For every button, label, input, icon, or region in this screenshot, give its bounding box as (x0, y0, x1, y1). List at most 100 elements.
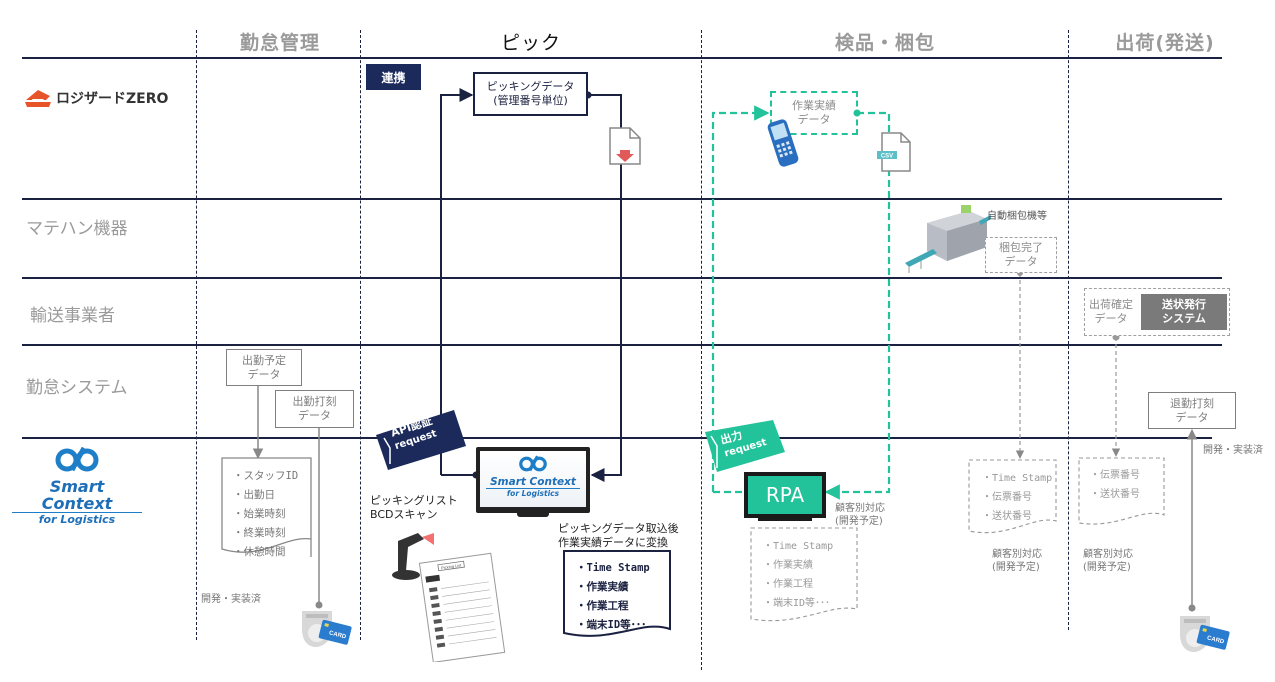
packing-item: ・伝票番号 (982, 492, 1032, 503)
csv-label: CSV (881, 154, 893, 160)
logizard-logo: ロジザードZERO (24, 88, 168, 108)
row-label-attendance-system: 勤怠システム (26, 378, 128, 398)
attendance-data-list: ・スタッフID ・出勤日 ・始業時刻 ・終業時刻 ・休憩時間 (233, 467, 298, 562)
packing-data-document (968, 459, 1057, 534)
infinity-logo-icon (519, 455, 547, 472)
shipping-confirm-data: 出荷確定 データ (1089, 298, 1133, 326)
packing-item: ・Time Stamp (982, 473, 1053, 484)
attendance-status: 開発・実装済 (201, 594, 261, 605)
packing-note-line2: (開発予定) (992, 562, 1040, 573)
work-result-box: 作業実績 データ (770, 91, 858, 135)
clockout-box: 退勤打刻 データ (1148, 392, 1236, 429)
column-divider (196, 30, 197, 640)
converted-item: ・Time Stamp (576, 562, 650, 574)
flow-line-output (711, 105, 770, 492)
column-header-pick: ピック (500, 32, 561, 54)
monitor-screen: Smart Context for Logistics (480, 451, 586, 507)
row-label-transport: 輸送事業者 (30, 306, 115, 326)
packing-machine-label: 自動梱包機等 (987, 211, 1047, 222)
smart-context-monitor: Smart Context for Logistics (476, 447, 590, 513)
column-divider (701, 30, 702, 670)
logizard-logo-text: ロジザードZERO (56, 91, 169, 107)
converted-item: ・端末ID等･･･ (576, 619, 647, 631)
packing-note: 顧客別対応 (開発予定) (992, 548, 1042, 574)
picking-data-box: ピッキングデータ (管理番号単位) (473, 72, 588, 116)
barcode-scanner-picking-list-image: Picking List (392, 533, 506, 662)
scan-label: ピッキングリスト BCDスキャン (370, 494, 458, 522)
shipping-confirm-line1: 出荷確定 (1089, 298, 1133, 311)
shipping-data-list: ・伝票番号 ・送状番号 (1090, 466, 1140, 504)
clockout-line1: 退勤打刻 (1170, 396, 1214, 410)
card-label: CARD (328, 630, 347, 640)
converted-item: ・作業実績 (576, 581, 629, 593)
packing-note-line1: 顧客別対応 (992, 549, 1042, 560)
flow-line-work-result (824, 111, 891, 500)
shipping-confirm-group: 出荷確定 データ 送状発行 システム (1084, 288, 1230, 336)
attendance-schedule-box: 出勤予定 データ (226, 349, 302, 386)
shipping-note-line2: (開発予定) (1083, 562, 1131, 573)
infinity-logo-icon (55, 446, 99, 472)
rpa-item: ・作業工程 (763, 579, 813, 590)
schedule-box-line1: 出勤予定 (242, 353, 286, 367)
shipping-confirm-line2: データ (1094, 312, 1128, 325)
shipping-status: 開発・実装済 (1203, 445, 1263, 456)
clockout-line2: データ (1175, 410, 1209, 424)
flow-line-api (440, 88, 474, 475)
rpa-item: ・端末ID等･･･ (763, 598, 831, 609)
rpa-note-line2: (開発予定) (835, 516, 883, 527)
shipping-item: ・送状番号 (1090, 489, 1140, 500)
convert-label-line1: ピッキングデータ取込後 (558, 522, 679, 535)
monitor-logo-line2: for Logistics (506, 489, 560, 498)
lane-divider (22, 437, 1212, 439)
picking-list-title: Picking List (441, 562, 463, 570)
schedule-box-line2: データ (247, 367, 281, 381)
label-system-line2: システム (1162, 312, 1206, 325)
card-reader-icon: CARD (1180, 616, 1230, 652)
lane-divider (22, 57, 1222, 59)
converted-data-document (563, 550, 671, 637)
column-header-attendance: 勤怠管理 (239, 32, 320, 54)
scan-label-line2: BCDスキャン (370, 508, 438, 521)
work-result-line1: 作業実績 (792, 99, 836, 112)
rpa-monitor-stand (758, 518, 812, 521)
packing-done-box: 梱包完了 データ (985, 237, 1057, 273)
smart-context-logo-line2: for Logistics (38, 513, 116, 526)
monitor-logo-line1: Smart Context (486, 477, 580, 489)
flow-line-picking-data (588, 94, 622, 482)
clockin-box-line2: データ (298, 409, 331, 422)
label-system-line1: 送状発行 (1162, 298, 1206, 311)
clockin-box: 出勤打刻 データ (275, 390, 354, 428)
attendance-item: ・スタッフID (233, 470, 299, 482)
output-request-tag (705, 420, 785, 472)
shipping-note: 顧客別対応 (開発予定) (1083, 548, 1133, 574)
work-result-line2: データ (797, 113, 831, 126)
attendance-item: ・出勤日 (233, 489, 275, 501)
column-divider (360, 30, 361, 640)
shipping-note-line1: 顧客別対応 (1083, 549, 1133, 560)
column-divider (1068, 30, 1069, 630)
monitor-stand (517, 513, 549, 517)
packing-machine-image (905, 205, 991, 273)
api-request-tag (376, 410, 466, 470)
column-header-inspection-packing: 検品・梱包 (834, 32, 935, 54)
converted-item: ・作業工程 (576, 600, 629, 612)
shipping-item: ・伝票番号 (1090, 470, 1140, 481)
packing-done-line1: 梱包完了 (999, 241, 1043, 254)
rpa-note-line1: 顧客別対応 (835, 503, 885, 514)
rpa-label: RPA (748, 476, 822, 514)
converted-data-list: ・Time Stamp ・作業実績 ・作業工程 ・端末ID等･･･ (576, 559, 650, 635)
row-label-matehan: マテハン機器 (26, 219, 128, 239)
renkei-tag: 連携 (366, 64, 421, 90)
rpa-data-list: ・Time Stamp ・作業実績 ・作業工程 ・端末ID等･･･ (763, 537, 833, 613)
card-label: CARD (1206, 635, 1225, 645)
attendance-data-document (221, 457, 312, 557)
label-issuing-system: 送状発行 システム (1141, 294, 1227, 330)
shipping-data-document (1078, 457, 1165, 525)
packing-item: ・送状番号 (982, 511, 1032, 522)
card-reader-icon: CARD (302, 611, 352, 647)
rpa-note: 顧客別対応 (開発予定) (835, 502, 885, 528)
smart-context-logo: Smart Context for Logistics (12, 446, 142, 526)
convert-label-line2: 作業実績データに変換 (558, 536, 668, 549)
clockin-box-line1: 出勤打刻 (292, 395, 337, 408)
scan-label-line1: ピッキングリスト (370, 494, 458, 507)
